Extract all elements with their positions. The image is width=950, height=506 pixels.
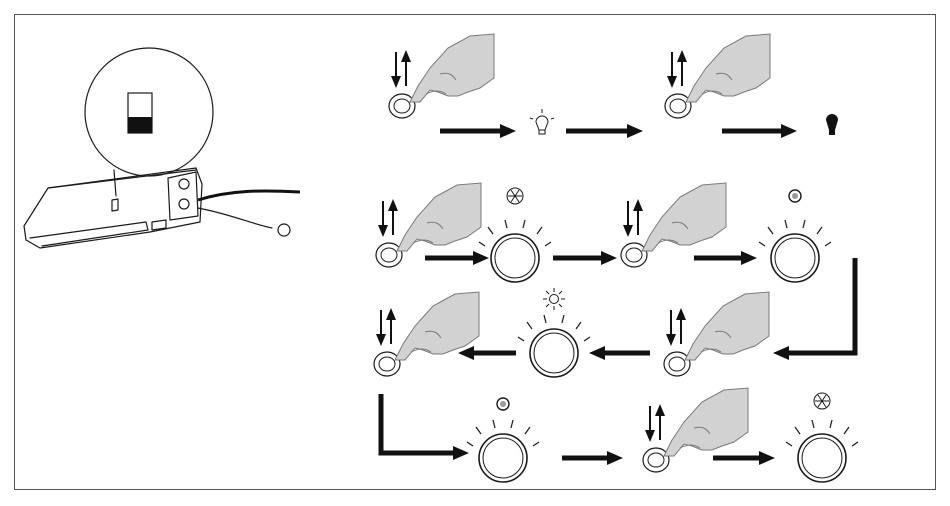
step-5-press-button: [664, 292, 769, 376]
lamp-indicator: [518, 315, 590, 377]
step-4-press-button: [621, 183, 726, 267]
device-illustration: [24, 48, 300, 248]
snowflake-icon: [507, 188, 523, 204]
connector-arrow: [381, 394, 469, 460]
bulb-filled-icon: [826, 114, 838, 135]
arrow: [694, 251, 757, 265]
lamp-indicator: [479, 220, 551, 282]
arrow: [425, 251, 489, 265]
arrow: [440, 124, 516, 138]
arrow: [553, 251, 617, 265]
lamp-indicator: [467, 420, 539, 482]
bulb-outline-icon: [530, 109, 554, 134]
arrow: [566, 124, 643, 138]
step-6-press-button: [374, 292, 479, 376]
snowflake-icon: [814, 393, 830, 409]
dot-indicator-icon: [497, 398, 509, 410]
step-2-press-button: [665, 34, 770, 118]
sun-icon: [543, 288, 565, 310]
arrow: [458, 346, 516, 360]
arrow: [589, 346, 650, 360]
step-3-press-button: [376, 183, 481, 267]
arrow: [562, 451, 623, 465]
arrow: [722, 124, 797, 138]
dot-indicator-icon: [789, 190, 801, 202]
lamp-indicator: [759, 220, 831, 282]
lamp-indicator: [786, 420, 858, 482]
arrow: [713, 451, 775, 465]
step-1-press-button: [389, 34, 494, 118]
